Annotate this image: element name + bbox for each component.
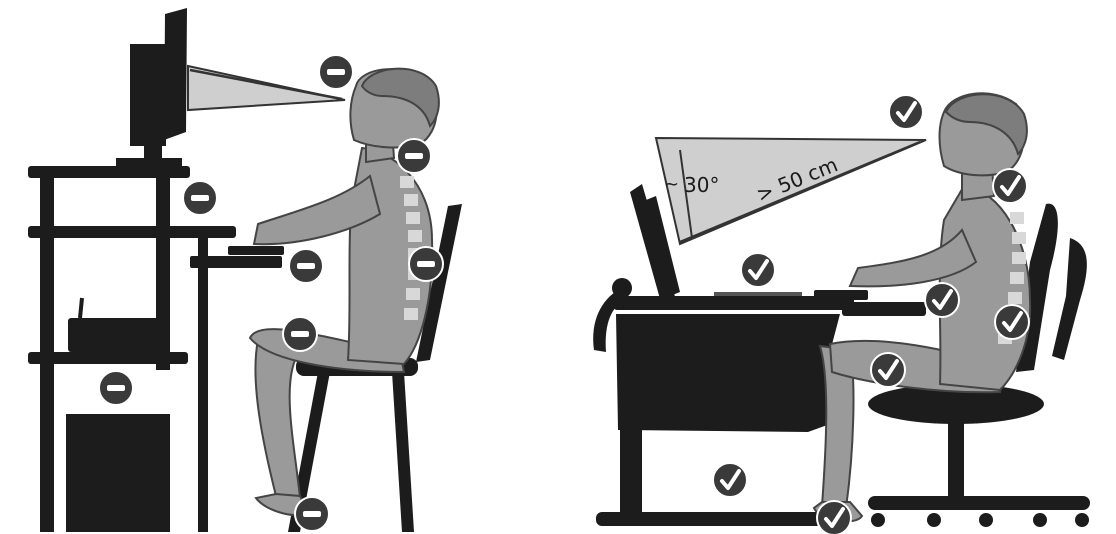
- right-angle-label: 30°: [684, 173, 719, 197]
- right-panel: ~ 30° > 50 cm: [593, 93, 1090, 534]
- minus-circle-icon: [295, 497, 329, 531]
- check-circle-icon: [995, 305, 1029, 339]
- check-circle-icon: [993, 169, 1027, 203]
- left-monitor: [116, 8, 187, 170]
- check-circle-icon: [741, 253, 775, 287]
- left-router: [68, 298, 166, 352]
- minus-circle-icon: [319, 55, 353, 89]
- check-circle-icon: [817, 501, 851, 534]
- check-circle-icon: [871, 353, 905, 387]
- minus-circle-icon: [289, 249, 323, 283]
- check-circle-icon: [925, 283, 959, 317]
- minus-circle-icon: [409, 247, 443, 281]
- minus-circle-icon: [183, 181, 217, 215]
- right-tilde-label: ~: [664, 174, 679, 195]
- minus-circle-icon: [283, 317, 317, 351]
- left-pc-tower: [66, 414, 170, 532]
- check-circle-icon: [713, 463, 747, 497]
- minus-circle-icon: [99, 371, 133, 405]
- check-circle-icon: [889, 95, 923, 129]
- left-panel: [28, 8, 462, 532]
- minus-circle-icon: [397, 139, 431, 173]
